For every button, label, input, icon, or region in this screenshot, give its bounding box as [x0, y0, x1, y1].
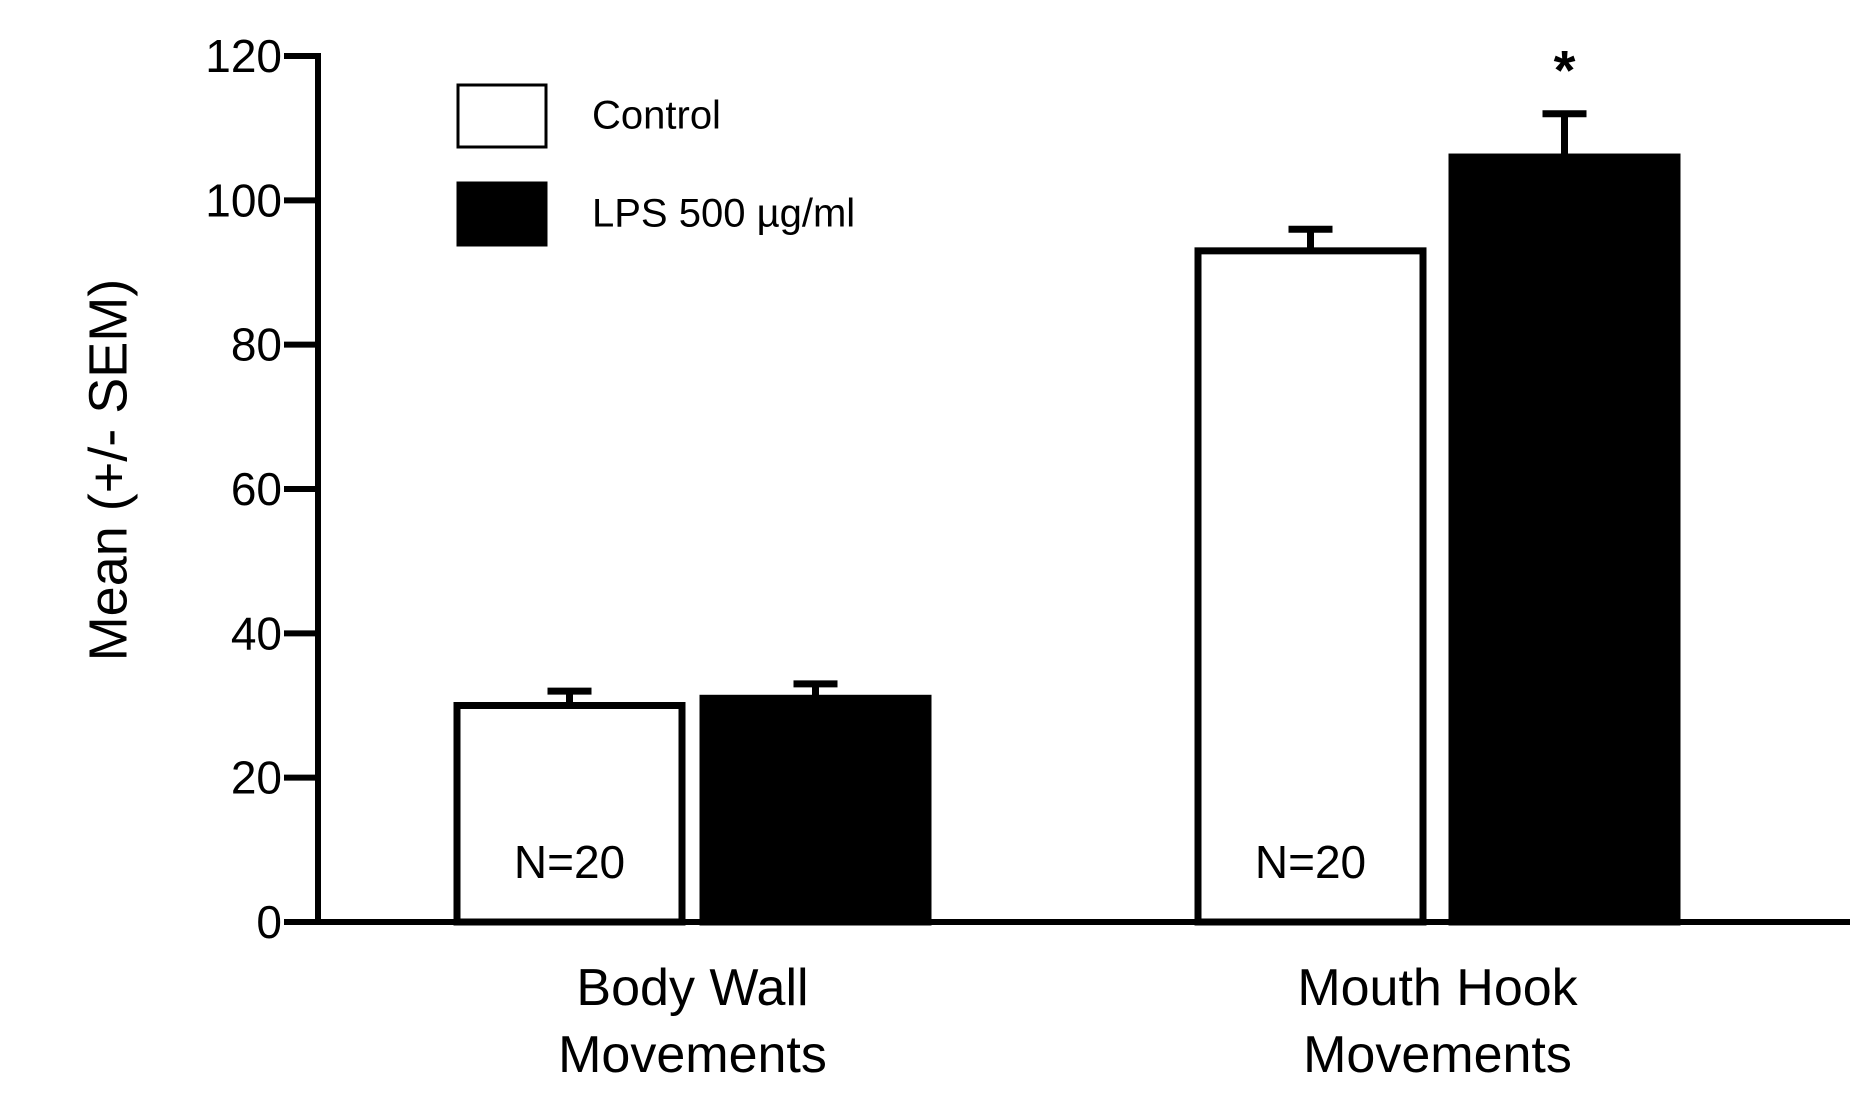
legend-label: LPS 500 µg/ml	[592, 192, 855, 236]
y-tick-label: 120	[205, 30, 282, 82]
y-tick-label: 0	[256, 896, 282, 948]
bar	[699, 694, 932, 926]
y-tick-label: 80	[231, 319, 282, 371]
y-tick-label: 20	[231, 752, 282, 804]
sample-size-label: N=20	[514, 836, 625, 888]
y-tick-label: 60	[231, 463, 282, 515]
axes	[284, 53, 1850, 925]
bar	[453, 702, 686, 926]
legend-swatch	[456, 83, 548, 149]
legend-label: Control	[592, 94, 721, 138]
x-tick-label: Body Wall	[576, 959, 808, 1017]
y-tick-label: 40	[231, 607, 282, 659]
bars	[453, 110, 1681, 926]
x-tick-label: Movements	[558, 1026, 827, 1084]
bar	[1194, 247, 1427, 926]
bar	[1448, 153, 1681, 926]
y-tick-label: 100	[205, 174, 282, 226]
significance-marker: *	[1554, 39, 1576, 102]
x-tick-label: Mouth Hook	[1297, 959, 1578, 1017]
legend-swatch	[456, 181, 548, 247]
x-tick-label: Movements	[1303, 1026, 1572, 1084]
sample-size-label: N=20	[1255, 836, 1366, 888]
y-axis-title: Mean (+/- SEM)	[78, 279, 138, 662]
